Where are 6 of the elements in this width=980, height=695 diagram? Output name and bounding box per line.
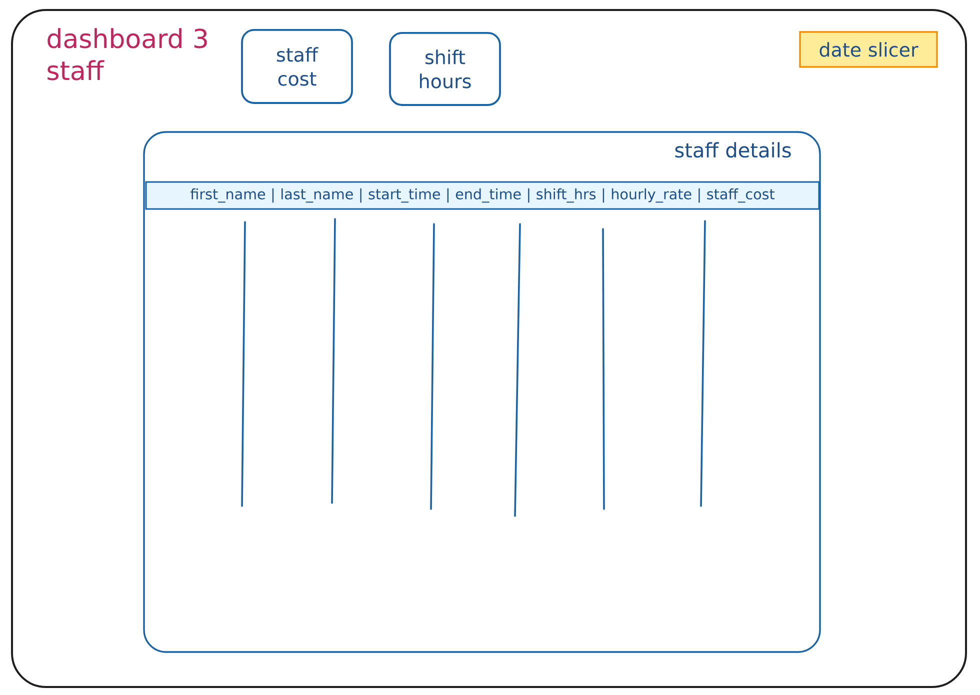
panel-title: staff details <box>675 142 791 158</box>
table-header-row: first_name | last_name | start_time | end_time | shift_hrs | hourly_rate | staff_cost <box>145 181 820 210</box>
dashboard-title: dashboard 3 staff <box>48 28 207 80</box>
kpi-card: staff cost <box>241 29 353 104</box>
slicer-box: date slicer <box>799 31 938 68</box>
kpi-card: shift hours <box>389 32 501 106</box>
